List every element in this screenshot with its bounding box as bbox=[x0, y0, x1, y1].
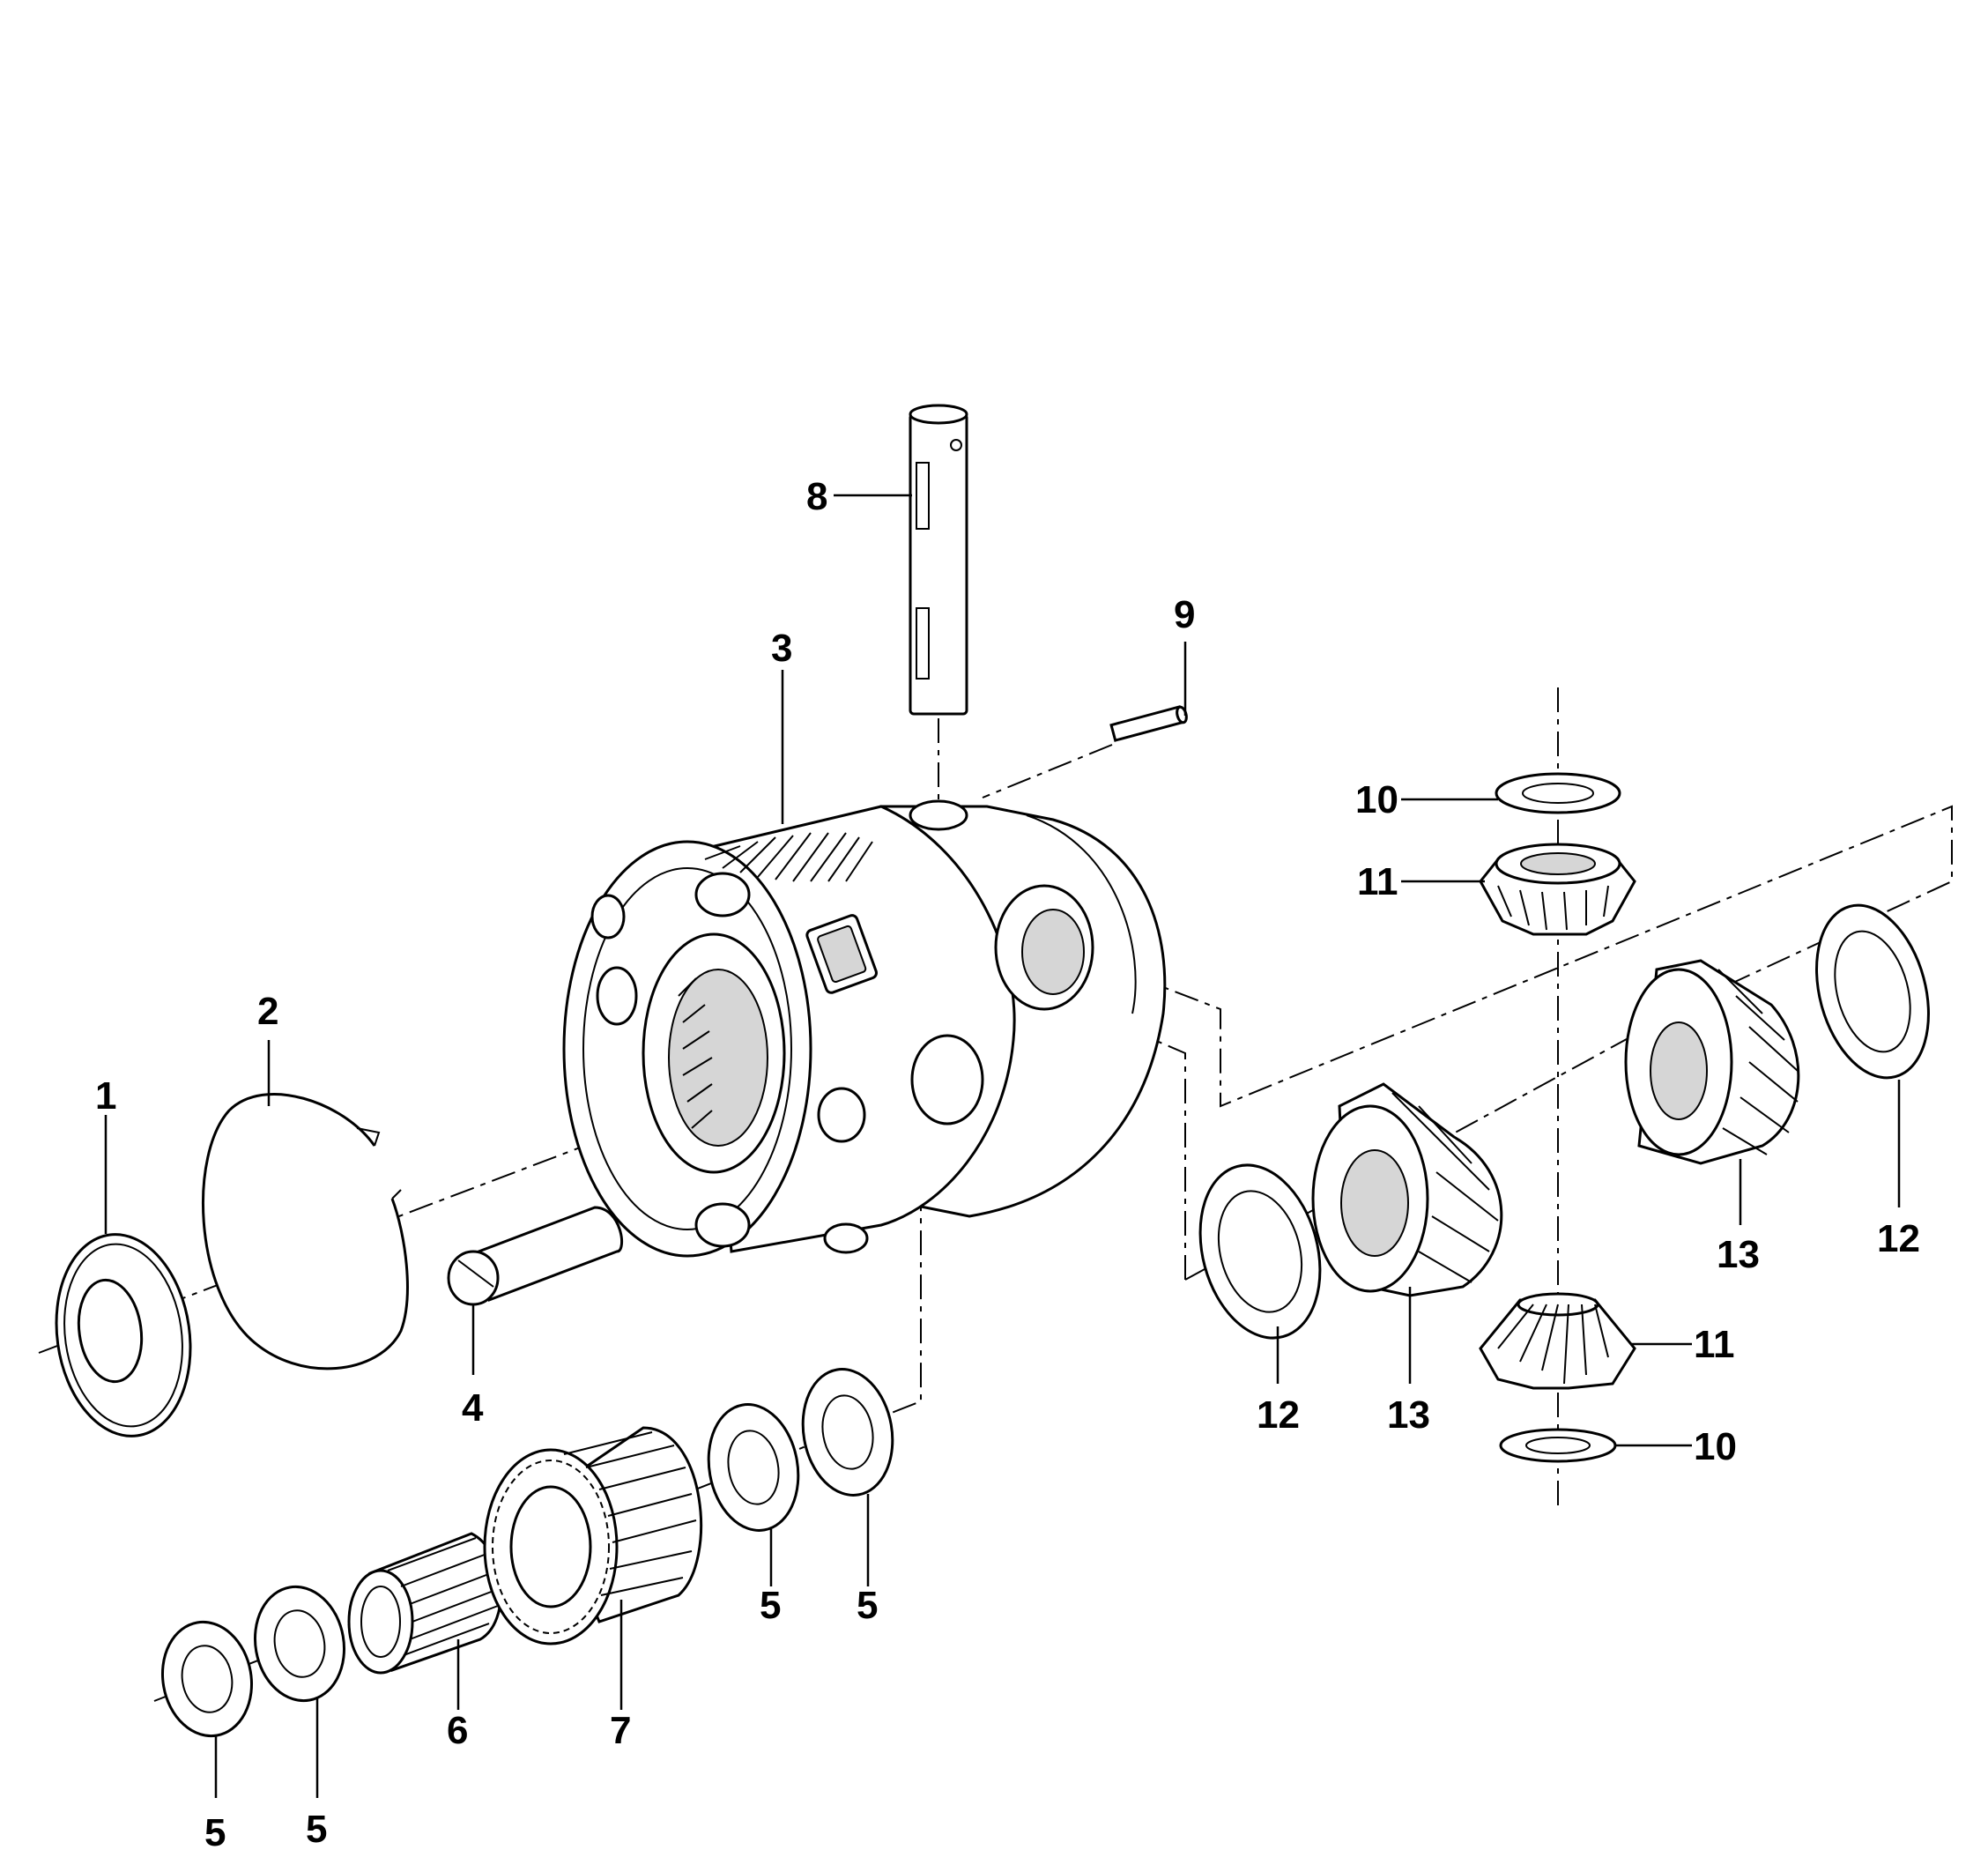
shim-washer-5c-part bbox=[707, 1403, 800, 1532]
splined-sleeve-part bbox=[347, 1532, 502, 1675]
side-thrust-washer-right-part bbox=[1815, 903, 1930, 1080]
callout-12-left: 12 bbox=[1257, 1393, 1300, 1437]
callout-11-bottom: 11 bbox=[1694, 1323, 1735, 1366]
callout-13-right: 13 bbox=[1717, 1233, 1760, 1276]
callout-5-lower-second: 5 bbox=[306, 1808, 327, 1851]
pinion-washer-bottom-part bbox=[1499, 1428, 1617, 1463]
callout-5-upper-left: 5 bbox=[760, 1584, 781, 1627]
shaft-pin-part bbox=[447, 1206, 624, 1306]
callout-8: 8 bbox=[806, 475, 827, 518]
callout-2: 2 bbox=[257, 990, 278, 1033]
pinion-gear-bottom-part bbox=[1479, 1292, 1636, 1390]
callout-1: 1 bbox=[95, 1074, 116, 1118]
helical-gear-part bbox=[483, 1426, 702, 1645]
thrust-washer-part bbox=[55, 1233, 192, 1437]
roll-pin-part bbox=[1109, 705, 1188, 742]
shim-washer-5b-part bbox=[253, 1585, 346, 1703]
shim-washer-5d-part bbox=[801, 1368, 894, 1497]
callout-5-lower-left: 5 bbox=[204, 1811, 226, 1854]
callout-13-left: 13 bbox=[1387, 1393, 1430, 1437]
pinion-gear-top-part bbox=[1479, 843, 1636, 936]
side-bevel-gear-right-part bbox=[1624, 959, 1800, 1165]
callout-labels: 1 2 3 4 5 5 5 5 6 7 8 9 10 10 11 11 12 1… bbox=[95, 475, 1920, 1854]
callout-10-top: 10 bbox=[1355, 778, 1398, 821]
differential-housing-part bbox=[562, 799, 1167, 1258]
leader-lines bbox=[104, 494, 1901, 1798]
callout-12-right: 12 bbox=[1877, 1217, 1920, 1260]
side-thrust-washer-left-part bbox=[1198, 1163, 1322, 1340]
shim-washer-5a-part bbox=[160, 1620, 254, 1738]
callout-4: 4 bbox=[462, 1386, 484, 1430]
roll-pin-axis-line bbox=[982, 744, 1113, 799]
callout-9: 9 bbox=[1174, 593, 1195, 636]
side-gear-axis-line-2 bbox=[1048, 805, 1953, 1281]
snap-ring-part bbox=[202, 1092, 409, 1371]
side-bevel-gear-left-part bbox=[1311, 1082, 1503, 1297]
callout-11-top: 11 bbox=[1357, 860, 1398, 903]
callout-7: 7 bbox=[610, 1709, 631, 1752]
cross-shaft-pin-part bbox=[909, 404, 968, 716]
callout-6: 6 bbox=[447, 1709, 468, 1752]
callout-10-bottom: 10 bbox=[1694, 1425, 1737, 1468]
callout-3: 3 bbox=[771, 627, 792, 670]
pinion-washer-top-part bbox=[1495, 772, 1621, 814]
callout-5-upper-right: 5 bbox=[857, 1584, 878, 1627]
